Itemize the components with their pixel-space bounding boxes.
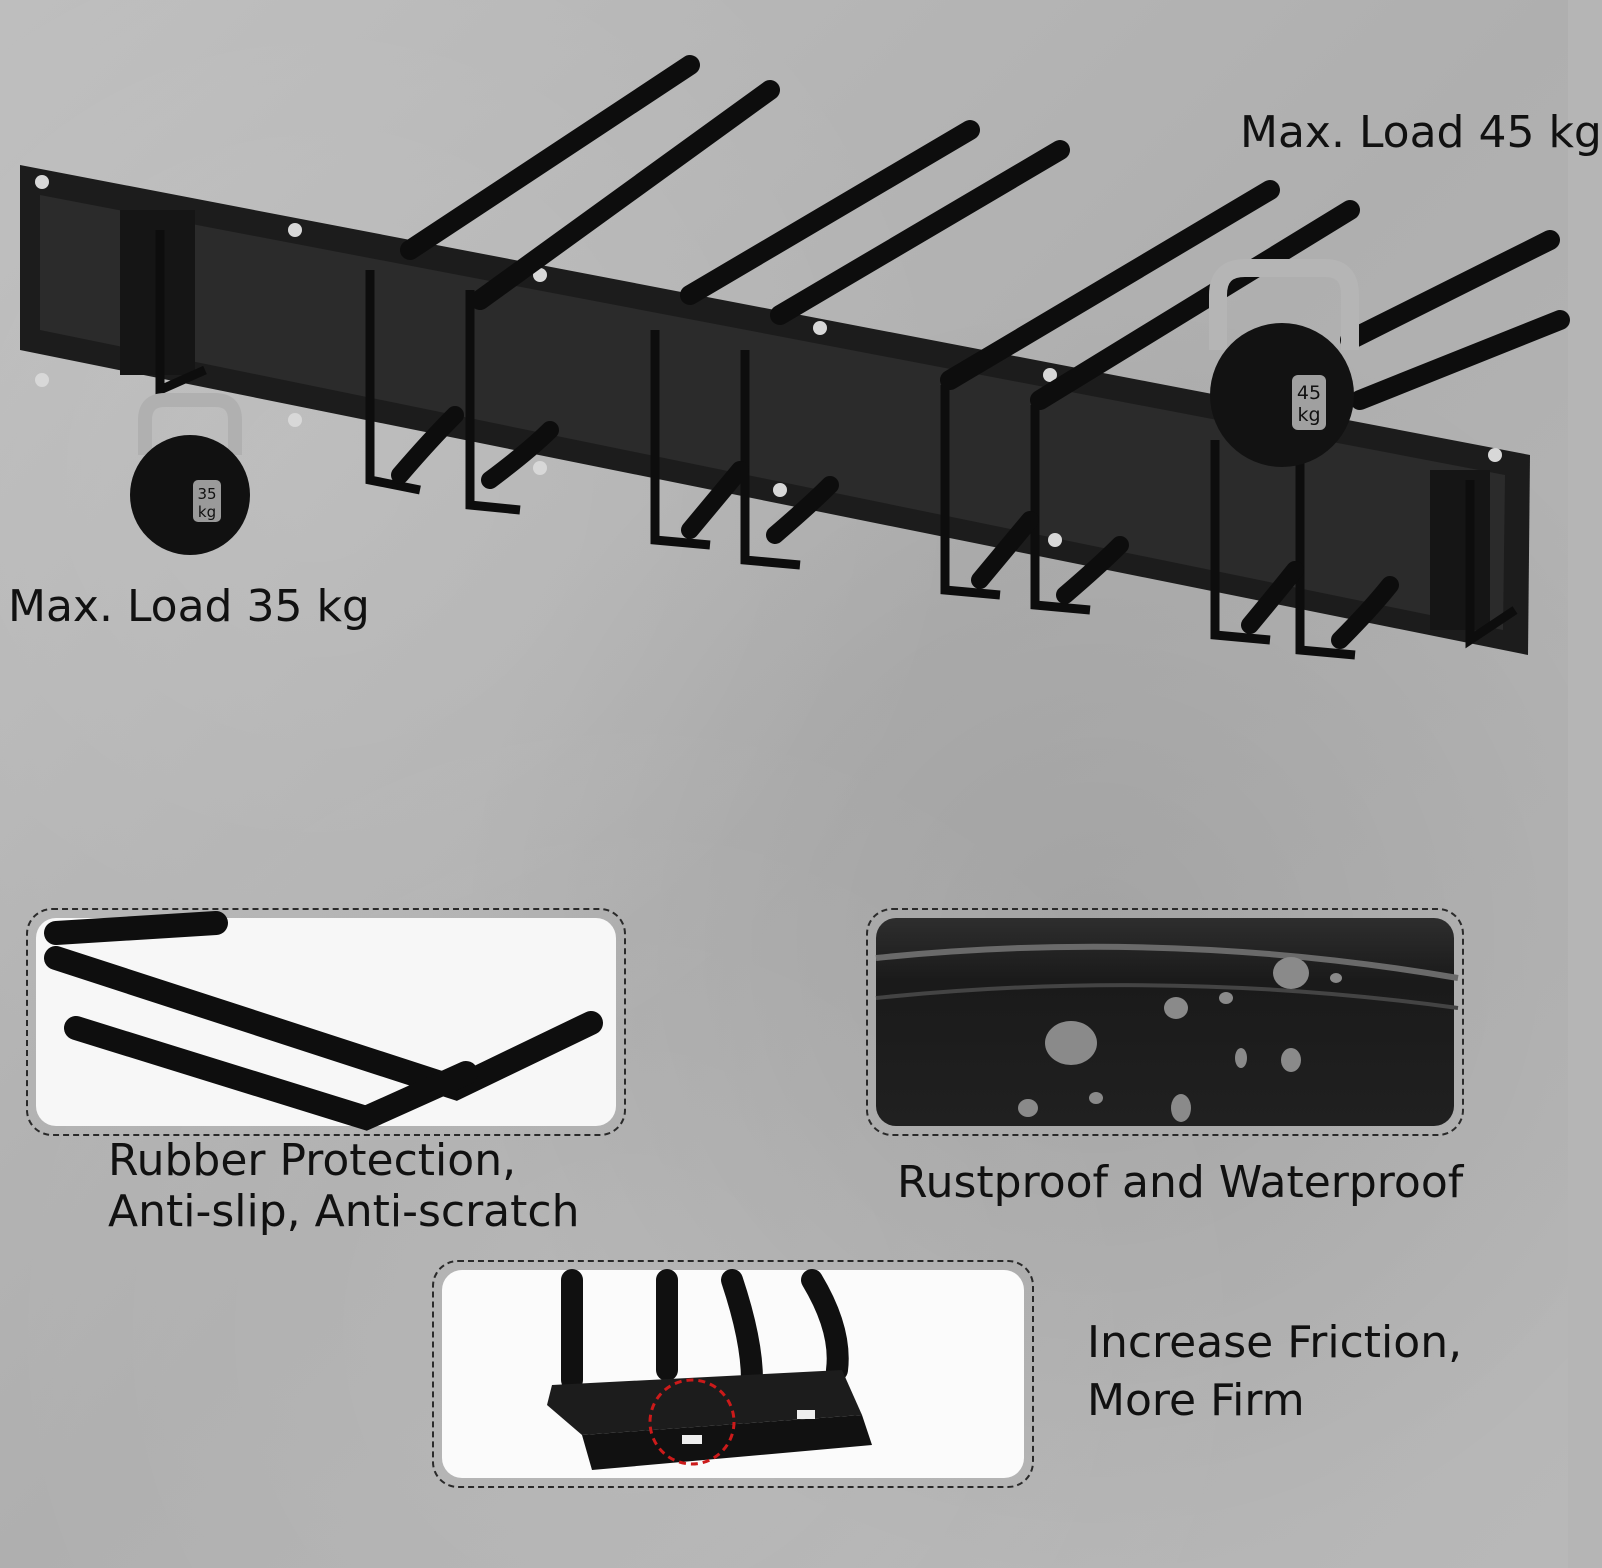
rubber-hook-icon <box>44 911 603 1131</box>
friction-hook-icon <box>547 1269 872 1470</box>
kettlebell-35-value: 35 <box>197 485 216 503</box>
friction-panel <box>432 1260 1034 1488</box>
rubber-protection-text-1: Rubber Protection, <box>108 1135 517 1186</box>
rubber-protection-panel <box>26 908 626 1136</box>
max-load-35-label: Max. Load 35 kg <box>8 581 370 632</box>
wall-rack-illustration: 35 kg 45 kg <box>20 55 1570 660</box>
rubber-protection-text-2: Anti-slip, Anti-scratch <box>108 1186 580 1237</box>
kettlebell-45-icon <box>1209 259 1359 467</box>
friction-text-1: Increase Friction, <box>1087 1317 1463 1368</box>
water-drops-icon <box>875 943 1459 1122</box>
friction-text-2: More Firm <box>1087 1375 1305 1426</box>
kettlebell-45-unit: kg <box>1297 404 1320 426</box>
waterproof-panel <box>866 908 1464 1136</box>
kettlebell-35-icon <box>130 393 250 555</box>
kettlebell-35-unit: kg <box>198 503 216 521</box>
waterproof-text: Rustproof and Waterproof <box>897 1157 1464 1208</box>
max-load-45-label: Max. Load 45 kg <box>1240 107 1602 158</box>
kettlebell-45-value: 45 <box>1297 382 1321 404</box>
